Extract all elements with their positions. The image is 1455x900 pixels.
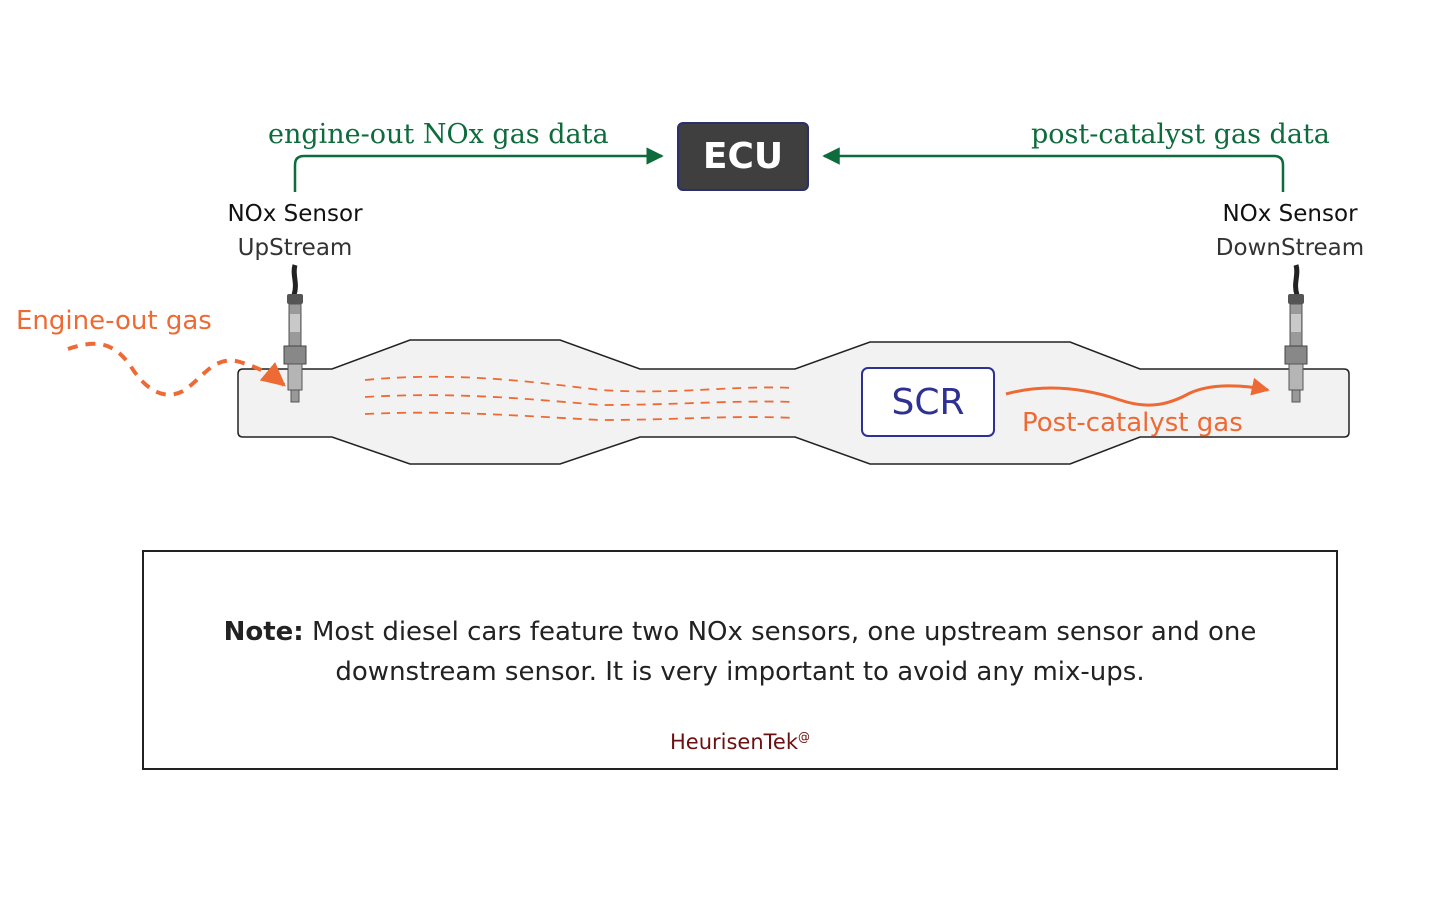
downstream-sensor-subtitle: DownStream: [1215, 235, 1365, 261]
note-text: Note: Most diesel cars feature two NOx s…: [144, 612, 1336, 692]
engine-out-gas-arrow: [67, 341, 286, 397]
engine-out-gas-label: Engine-out gas: [16, 306, 212, 336]
upstream-sensor-title: NOx Sensor: [227, 201, 363, 227]
upstream-data-arrow: [293, 147, 664, 192]
upstream-sensor-subtitle: UpStream: [237, 235, 353, 261]
note-lead: Note:: [223, 617, 304, 647]
note-box: Note: Most diesel cars feature two NOx s…: [142, 550, 1338, 770]
gas-flow-lines: [364, 375, 796, 421]
ecu-box: ECU: [677, 122, 809, 191]
post-catalyst-gas-label: Post-catalyst gas: [1022, 408, 1243, 438]
brand-credit: HeurisenTek@: [144, 730, 1336, 754]
upstream-sensor-icon: [283, 264, 307, 403]
upstream-data-label: engine-out NOx gas data: [268, 119, 609, 150]
downstream-sensor-title: NOx Sensor: [1222, 201, 1358, 227]
brand-name: HeurisenTek: [670, 730, 798, 754]
downstream-data-arrow: [822, 147, 1285, 192]
post-catalyst-gas-arrow: [1005, 377, 1270, 407]
downstream-sensor-icon: [1284, 264, 1308, 403]
downstream-data-label: post-catalyst gas data: [1031, 119, 1330, 150]
scr-catalyst-box: SCR: [861, 367, 995, 437]
brand-mark: @: [798, 730, 810, 744]
exhaust-pipe: [237, 339, 1350, 465]
note-body: Most diesel cars feature two NOx sensors…: [303, 617, 1257, 687]
